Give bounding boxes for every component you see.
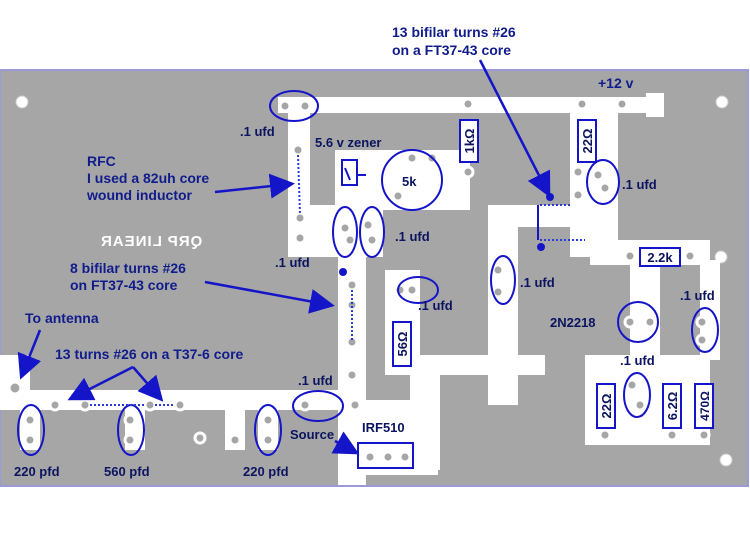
label-res-56: 56Ω	[395, 332, 410, 357]
mounting-hole	[715, 95, 729, 109]
label-cap-mid-right: .1 ufd	[520, 275, 555, 290]
label-pot-5k: 5k	[402, 174, 417, 189]
label-res-470: 470Ω	[698, 391, 712, 421]
label-cap-220-left: 220 pfd	[14, 464, 60, 479]
label-transistor: 2N2218	[550, 315, 596, 330]
resistor-boxes	[392, 119, 714, 429]
label-board-silk: QRP LINEAR	[100, 233, 202, 250]
label-res-22-top: 22Ω	[580, 129, 595, 154]
label-cap-left-mid: .1 ufd	[275, 255, 310, 270]
windings	[90, 154, 585, 406]
label-res-2k2: 2.2k	[647, 250, 673, 265]
mounting-hole	[719, 453, 733, 467]
label-bifilar-13-line1: 13 bifilar turns #26	[392, 24, 516, 40]
label-zener: 5.6 v zener	[315, 135, 382, 150]
phase-dots	[339, 193, 554, 276]
label-bifilar-8-line2: on FT37-43 core	[70, 277, 178, 293]
label-res-1k: 1kΩ	[462, 129, 477, 154]
mounting-hole	[15, 95, 29, 109]
label-res-22-bottom: 22Ω	[599, 394, 614, 419]
label-cap-right-top: .1 ufd	[622, 177, 657, 192]
label-bifilar-8-line1: 8 bifilar turns #26	[70, 260, 186, 276]
label-res-6-2: 6.2Ω	[665, 392, 680, 421]
label-to-antenna: To antenna	[25, 310, 99, 326]
label-cap-right2: .1 ufd	[680, 288, 715, 303]
label-rfc-line2: I used a 82uh core	[87, 170, 209, 186]
label-rfc-line1: RFC	[87, 153, 116, 169]
label-cap-560: 560 pfd	[104, 464, 150, 479]
label-cap-mid1: .1 ufd	[395, 229, 430, 244]
label-cap-bottom: .1 ufd	[298, 373, 333, 388]
label-bifilar-13-line2: on a FT37-43 core	[392, 42, 511, 58]
label-plus-12v: +12 v	[598, 75, 634, 91]
label-cap-220-right: 220 pfd	[243, 464, 289, 479]
label-source: Source	[290, 427, 334, 442]
label-toroid-13: 13 turns #26 on a T37-6 core	[55, 346, 244, 362]
solder-pads	[7, 97, 711, 464]
label-cap-top-left: .1 ufd	[240, 124, 275, 139]
label-mosfet: IRF510	[362, 420, 405, 435]
label-rfc-line3: wound inductor	[86, 187, 193, 203]
label-cap-mid2: .1 ufd	[418, 298, 453, 313]
label-cap-bottom-right: .1 ufd	[620, 353, 655, 368]
bifilar-bracket	[344, 167, 539, 240]
annotation-arrows	[17, 59, 551, 455]
